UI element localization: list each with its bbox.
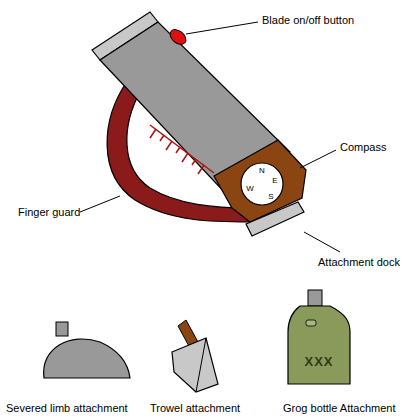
bottle-marking: XXX: [304, 355, 333, 369]
part-label: Blade on/off button: [262, 14, 354, 26]
bottle-stem: [308, 290, 322, 306]
attachment-label: Trowel attachment: [150, 402, 240, 414]
compass-letter: W: [246, 185, 254, 194]
part-label: Compass: [340, 141, 386, 153]
leader-lines: [80, 22, 340, 252]
part-label: Finger guard: [18, 206, 80, 218]
blade-button: [167, 27, 189, 48]
trowel-blade: [172, 338, 218, 392]
grog-bottle: [288, 306, 350, 384]
bottle-loop: [306, 320, 316, 326]
compass-letter: S: [268, 193, 273, 202]
compass-face: [241, 163, 283, 205]
blade-body: [100, 22, 290, 196]
limb-stem: [56, 322, 68, 336]
compass-letter: N: [259, 167, 265, 176]
compass-letter: E: [272, 177, 277, 186]
part-label: Attachment dock: [318, 256, 400, 268]
limb-attachment: [44, 339, 130, 378]
attachment-label: Severed limb attachment: [6, 402, 128, 414]
attachment-dock: [246, 202, 304, 236]
ruler-marks: [150, 125, 214, 174]
trowel-fold: [196, 338, 206, 392]
attachment-label: Grog bottle Attachment: [283, 402, 396, 414]
